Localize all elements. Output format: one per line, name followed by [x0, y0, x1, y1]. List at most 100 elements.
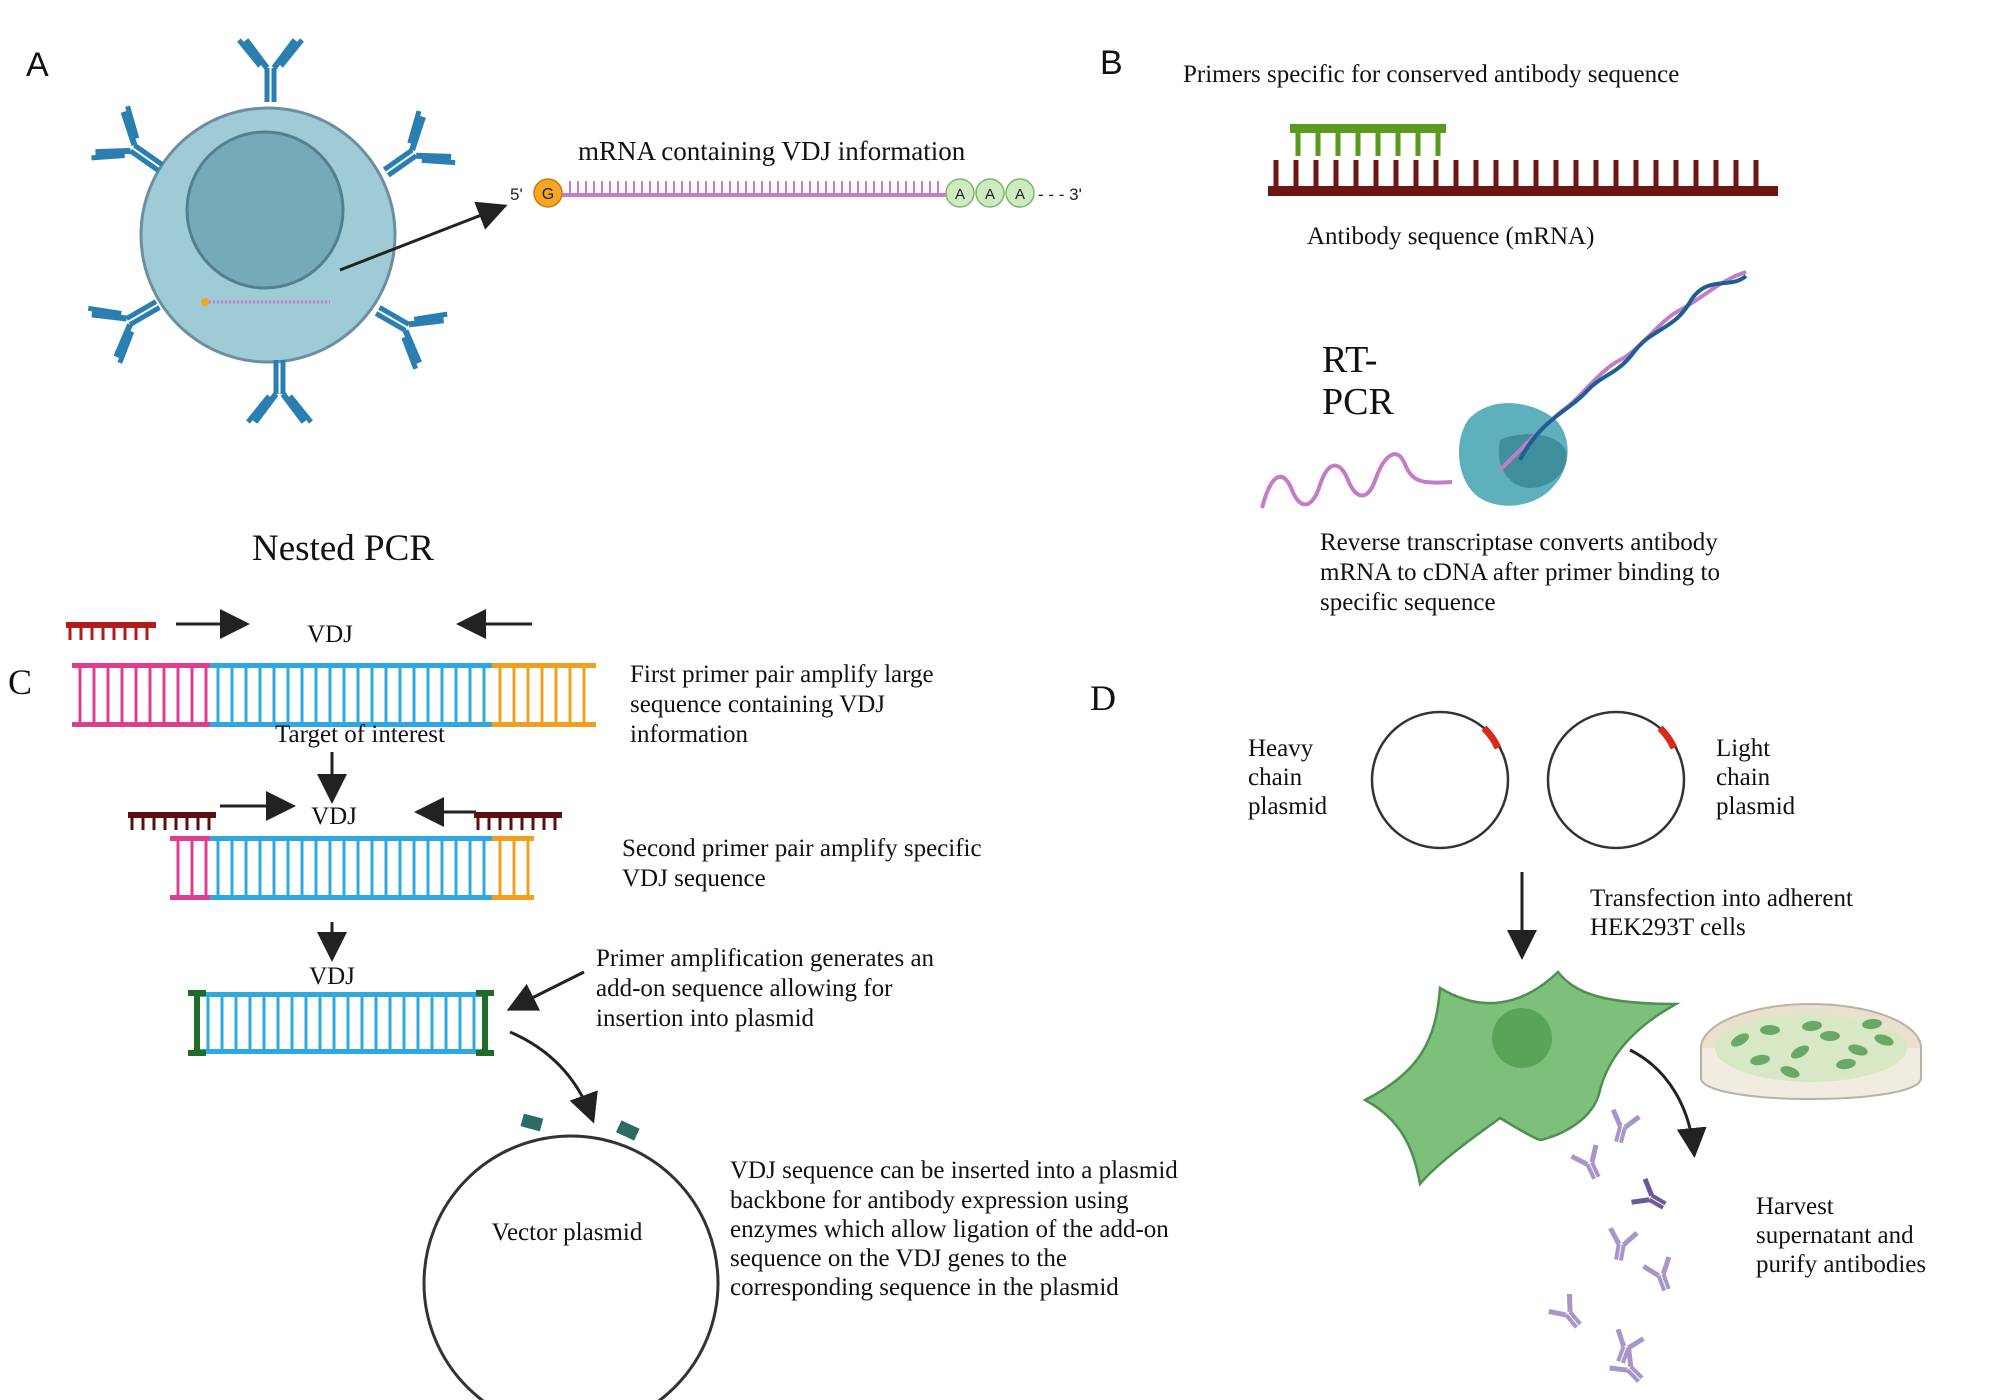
forward-primer-2-teeth	[130, 818, 211, 830]
poly-a-tail: A A A	[945, 178, 1035, 208]
dna-strand-bottom	[200, 1049, 488, 1054]
template-mrna	[1260, 452, 1453, 509]
culture-dish-icon	[1700, 1003, 1922, 1100]
mrna-title: mRNA containing VDJ information	[578, 136, 966, 166]
addon-sequence	[188, 990, 206, 996]
heavy-chain-insert	[1481, 725, 1502, 750]
dna-strand-top	[210, 663, 492, 668]
addon-pointer-arrow	[506, 970, 585, 1011]
forward-primer-1	[66, 622, 156, 628]
antibody-icon	[239, 40, 302, 102]
dna-strand-bottom	[72, 722, 210, 727]
forward-primer-2	[128, 812, 216, 818]
dna-strand-bottom	[492, 895, 534, 900]
secreted-antibody-icon	[1549, 1294, 1589, 1334]
second-primer-text-line1: Second primer pair amplify specific	[622, 835, 982, 862]
poly-a-letter: A	[1015, 186, 1025, 203]
five-prime-label: 5'	[510, 185, 523, 204]
dish-cell	[1820, 1031, 1840, 1041]
dish-cell	[1760, 1025, 1780, 1035]
light-chain-label-line1: Light	[1716, 735, 1770, 762]
first-primer-text-line1: First primer pair amplify large	[630, 661, 934, 688]
panel-a: A mRNA containing VDJ information 5' G	[26, 40, 1082, 422]
dna-strand-bottom	[210, 895, 492, 900]
vector-text-line5: corresponding sequence in the plasmid	[730, 1274, 1119, 1301]
dna-strand-top	[200, 992, 488, 997]
plasmid-insertion-site	[615, 1120, 640, 1141]
harvest-text-line3: purify antibodies	[1756, 1251, 1926, 1278]
secreted-antibody-icon	[1610, 1349, 1650, 1389]
dna-strand-bottom	[492, 722, 596, 727]
rt-description-line3: specific sequence	[1320, 589, 1496, 616]
dish-cell	[1730, 1033, 1750, 1047]
light-chain-label-line3: plasmid	[1716, 793, 1796, 820]
panel-b: B Primers specific for conserved antibod…	[1100, 44, 1778, 616]
dish-cell	[1874, 1034, 1894, 1046]
secreted-antibody-icon	[1644, 1257, 1680, 1294]
transfection-text-line2: HEK293T cells	[1590, 914, 1746, 941]
secreted-antibody-icon	[1605, 1228, 1637, 1262]
secreted-antibody-icon	[1632, 1179, 1671, 1217]
vector-plasmid: Vector plasmid	[422, 1113, 720, 1400]
insertion-arrow	[509, 1030, 598, 1124]
secreted-antibody-icon	[1572, 1145, 1609, 1184]
hek293t-cell	[1362, 970, 1681, 1187]
dish-cell	[1790, 1045, 1810, 1059]
panel-c: Nested PCR C VDJ Target of interest Firs…	[8, 528, 1178, 1400]
secreted-antibody-icon	[1608, 1329, 1644, 1366]
panel-d: D Heavy chain plasmid Light chain plasmi…	[1090, 678, 1926, 1389]
first-primer-text-line2: sequence containing VDJ	[630, 691, 885, 718]
dna-fragment-addon	[188, 990, 494, 1056]
heavy-chain-label-line3: plasmid	[1248, 793, 1328, 820]
mrna-cap-letter: G	[542, 186, 554, 203]
mrna-teeth	[1273, 160, 1759, 186]
reverse-primer-2	[474, 812, 562, 818]
secreted-antibodies	[1549, 1110, 1679, 1390]
addon-sequence	[476, 1050, 494, 1056]
cell-mrna-cap	[201, 298, 209, 306]
reverse-transcriptase-illustration	[1260, 270, 1748, 509]
dish-cells	[1730, 1018, 1894, 1078]
dish-cell	[1848, 1044, 1868, 1056]
dish-cell	[1780, 1066, 1800, 1078]
rt-description-line2: mRNA to cDNA after primer binding to	[1320, 559, 1720, 586]
transfection-text-line1: Transfection into adherent	[1590, 885, 1853, 912]
dna-fragment-vdj	[170, 836, 534, 900]
dish-cell	[1802, 1020, 1822, 1032]
harvest-text-line2: supernatant and	[1756, 1222, 1914, 1249]
antibody-icon	[248, 360, 311, 422]
antibody-mrna-strand	[1268, 186, 1778, 196]
vdj-label-2: VDJ	[311, 803, 357, 830]
dna-strand-top	[170, 836, 210, 841]
addon-sequence	[482, 990, 488, 1056]
light-chain-label-line2: chain	[1716, 764, 1771, 791]
enzyme-subunit	[1498, 434, 1567, 488]
secreted-antibody-icon	[1605, 1110, 1639, 1146]
vector-text-line4: sequence on the VDJ genes to the	[730, 1245, 1067, 1272]
dna-fragment-long	[72, 663, 596, 727]
cdna-helix-strand	[1518, 274, 1748, 461]
addon-sequence	[476, 990, 494, 996]
second-primer-text-line2: VDJ sequence	[622, 865, 766, 892]
zoom-arrow	[339, 201, 508, 272]
dish-cell	[1862, 1018, 1882, 1030]
heavy-chain-label-line2: chain	[1248, 764, 1303, 791]
three-prime-label: - - - 3'	[1038, 185, 1082, 204]
heavy-chain-plasmid	[1370, 710, 1510, 850]
poly-a-bead	[945, 178, 975, 208]
heavy-chain-label-line1: Heavy	[1248, 735, 1314, 762]
dish-cell	[1750, 1054, 1770, 1066]
poly-a-letter: A	[955, 186, 965, 203]
vector-plasmid-ring	[422, 1134, 720, 1400]
panel-a-label: A	[26, 46, 49, 84]
b-cell	[139, 106, 397, 364]
nested-pcr-title: Nested PCR	[252, 528, 434, 569]
vdj-label-3: VDJ	[309, 963, 355, 990]
first-primer-text-line3: information	[630, 721, 749, 748]
rt-description-line1: Reverse transcriptase converts antibody	[1320, 529, 1718, 556]
rtpcr-label-line2: PCR	[1322, 381, 1394, 423]
addon-sequence	[194, 990, 200, 1056]
addon-text-line2: add-on sequence allowing for	[596, 975, 893, 1002]
dna-strand-bottom	[170, 895, 210, 900]
